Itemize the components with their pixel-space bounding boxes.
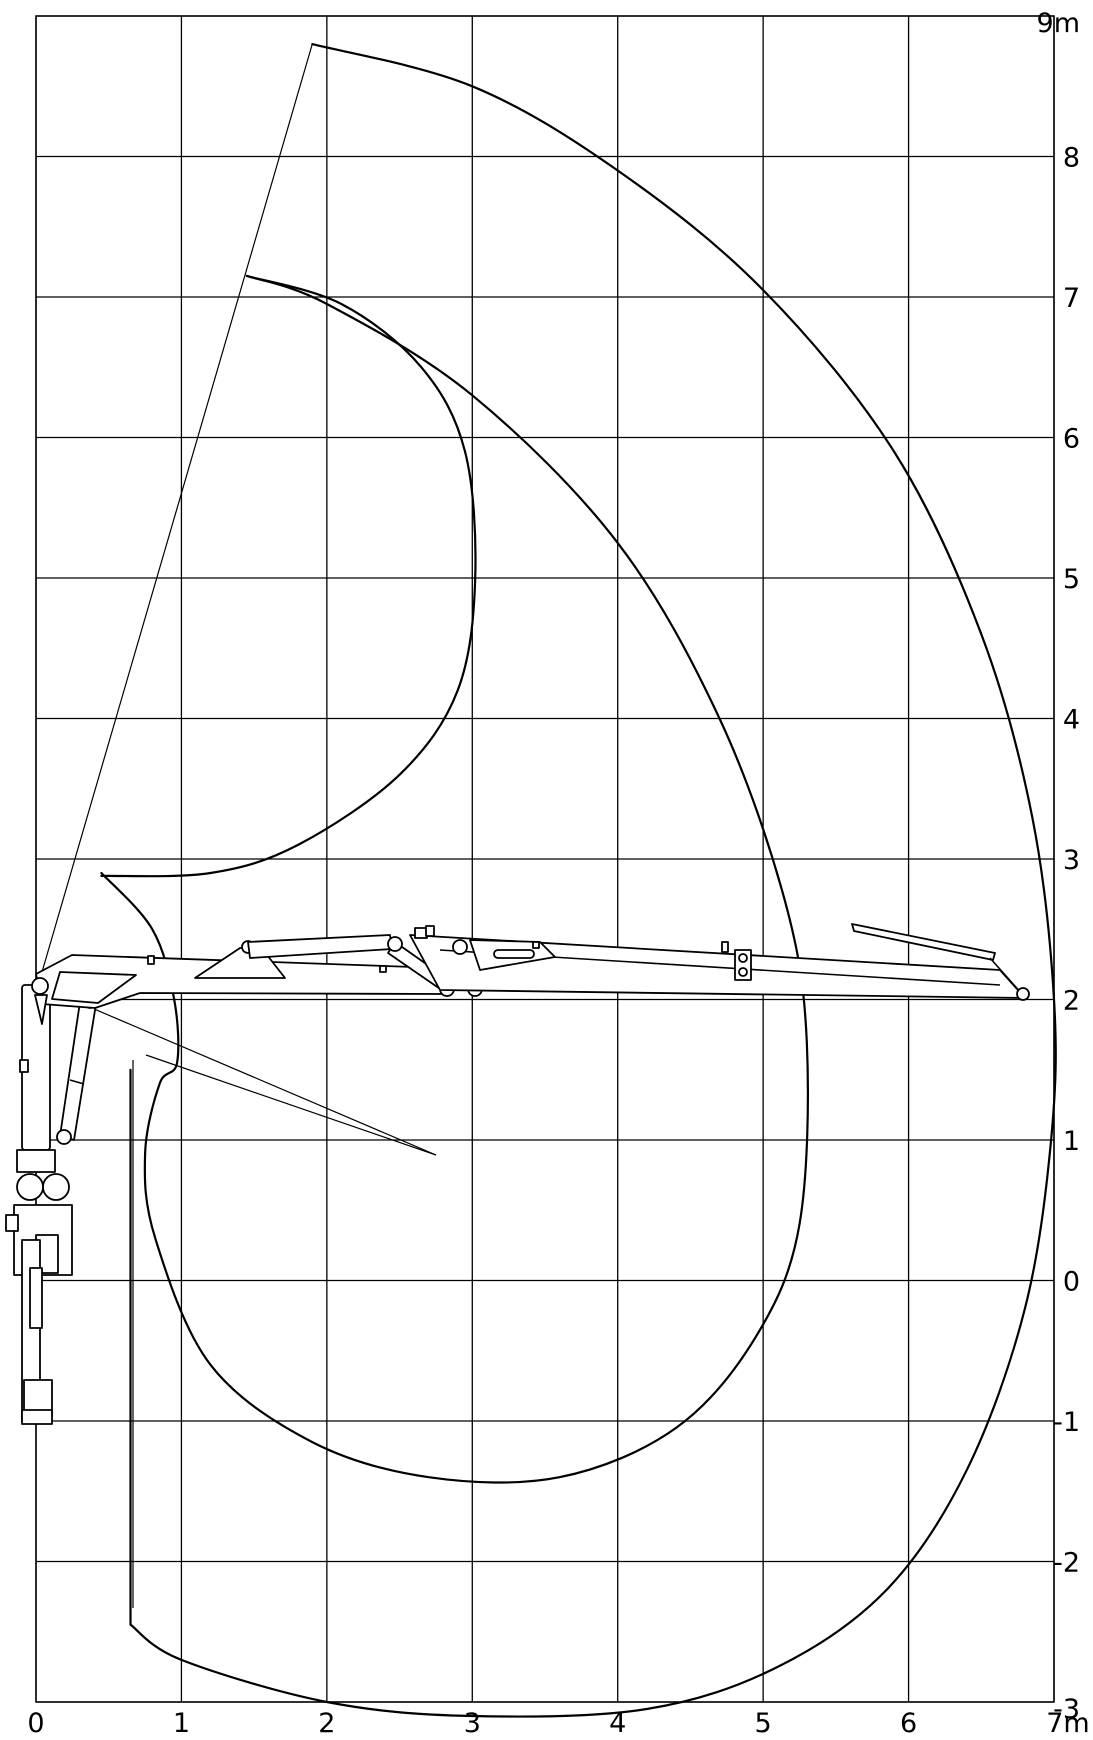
crane-column (5, 984, 73, 1425)
y-tick-label: -3 (1053, 1694, 1080, 1725)
lift-cylinder (56, 997, 97, 1145)
y-tick-label: 6 (1063, 424, 1080, 455)
x-axis-labels: 0 1 2 3 4 5 6 7m (27, 1708, 1089, 1739)
y-tick-label: 4 (1063, 705, 1080, 736)
x-tick-label: 6 (900, 1708, 917, 1739)
x-tick-label: 0 (27, 1708, 44, 1739)
outer-boom (379, 923, 1030, 1001)
y-tick-label: 3 (1063, 845, 1080, 876)
x-tick-label: 4 (609, 1708, 626, 1739)
x-tick-label: 1 (173, 1708, 190, 1739)
y-tick-label: -1 (1053, 1407, 1080, 1438)
plot-frame (35, 15, 1055, 1703)
y-tick-label: 0 (1063, 1267, 1080, 1298)
envelope-inner-lobe (100, 274, 477, 878)
x-tick-label: 3 (464, 1708, 481, 1739)
y-tick-label: 9m (1037, 8, 1080, 39)
grid (35, 15, 1055, 1703)
x-tick-label: 2 (318, 1708, 335, 1739)
y-tick-label: -2 (1053, 1548, 1080, 1579)
y-axis-labels: -3 -2 -1 0 1 2 3 4 5 6 7 8 9m (1037, 8, 1080, 1725)
y-tick-label: 2 (1063, 986, 1080, 1017)
inner-boom (31, 954, 447, 1025)
x-tick-label: 7m (1046, 1708, 1089, 1739)
construction-lines (41, 44, 437, 1608)
y-tick-label: 1 (1063, 1126, 1080, 1157)
envelope-inner (100, 274, 809, 1484)
reach-envelopes (100, 43, 1057, 1718)
envelope-outer (129, 43, 1057, 1718)
y-tick-label: 8 (1063, 143, 1080, 174)
y-tick-label: 5 (1063, 564, 1080, 595)
y-tick-label: 7 (1063, 283, 1080, 314)
x-tick-label: 5 (755, 1708, 772, 1739)
